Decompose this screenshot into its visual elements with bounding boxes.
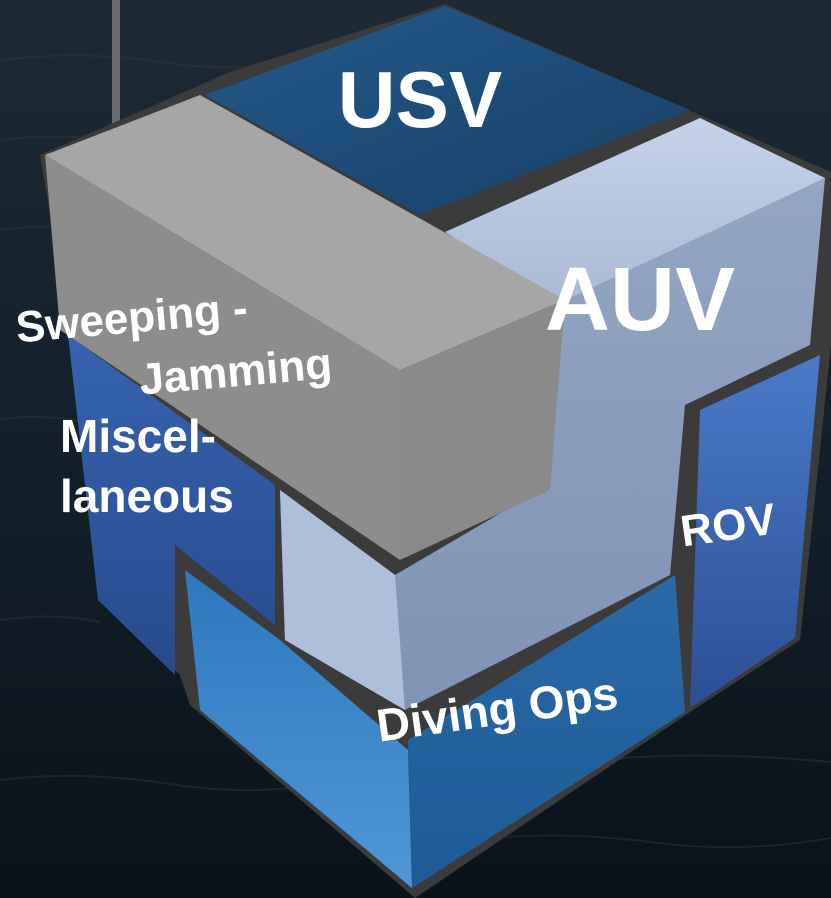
- misc-label-line2: laneous: [60, 470, 234, 522]
- sweeping-segment-front: [400, 300, 565, 560]
- misc-label: Miscel- laneous: [60, 410, 234, 522]
- usv-label: USV: [338, 55, 503, 144]
- sweeping-segment-left: [45, 155, 400, 560]
- antenna-pole: [112, 0, 120, 150]
- auv-segment-lower: [280, 490, 405, 710]
- usv-segment: [205, 6, 690, 215]
- sweeping-segment-top: [45, 95, 565, 370]
- rov-segment: [690, 355, 820, 708]
- auv-label: AUV: [545, 250, 735, 350]
- diving-segment-left: [185, 570, 412, 888]
- auv-segment-top: [445, 118, 825, 305]
- misc-label-line1: Miscel-: [60, 410, 216, 462]
- misc-segment: [68, 335, 275, 675]
- diving-segment-right: [408, 575, 685, 888]
